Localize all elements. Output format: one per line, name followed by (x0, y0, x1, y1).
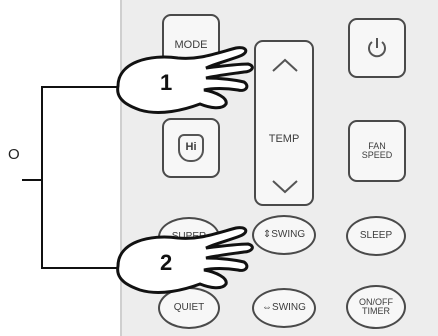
bracket-line (41, 180, 120, 269)
pointing-hand-icon (116, 46, 254, 114)
mode-label: MODE (174, 39, 208, 52)
left-marker: O (8, 146, 20, 163)
callout-number: 1 (160, 70, 173, 95)
vertical-swing-label: ⇕SWING (262, 228, 306, 240)
fan-speed-label: FAN SPEED (361, 140, 393, 160)
super-label: SUPER (171, 230, 207, 242)
horizontal-swing-button[interactable]: ⇔SWING (252, 288, 316, 328)
power-icon (368, 38, 386, 58)
sleep-button[interactable]: SLEEP (346, 216, 406, 256)
sleep-label: SLEEP (359, 229, 393, 241)
temp-rocker[interactable]: TEMP (254, 40, 314, 206)
temp-label: TEMP (268, 133, 300, 145)
quiet-label: QUIET (173, 301, 205, 313)
quiet-button[interactable]: QUIET (158, 287, 220, 329)
callout-number: 2 (160, 250, 173, 275)
hi-button[interactable]: Hi (162, 118, 220, 178)
timer-button[interactable]: ON/OFF TIMER (346, 285, 406, 329)
chevron-down-icon[interactable] (270, 178, 300, 196)
timer-label: ON/OFF TIMER (359, 296, 393, 316)
chevron-up-icon[interactable] (270, 56, 300, 74)
shield-icon: Hi (178, 134, 204, 162)
horizontal-swing-label: ⇔SWING (262, 301, 306, 313)
power-button[interactable] (348, 18, 406, 78)
bracket-line (22, 86, 120, 181)
pointing-hand-icon (116, 226, 254, 294)
hi-label: Hi (185, 141, 197, 154)
vertical-swing-button[interactable]: ⇕SWING (252, 215, 316, 255)
fan-speed-button[interactable]: FAN SPEED (348, 120, 406, 182)
